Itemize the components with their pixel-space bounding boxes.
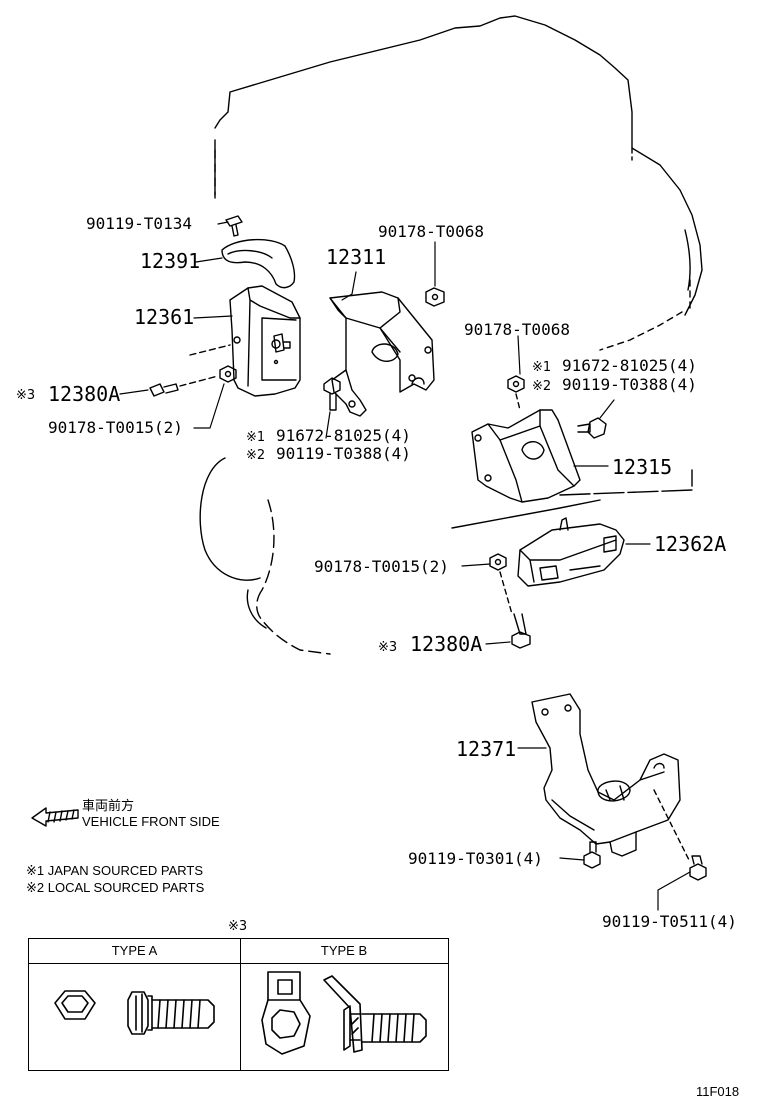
label-90178-T0068-right: 90178-T0068 (464, 320, 570, 339)
mount-12362A (517, 517, 625, 587)
bolt-90119-T0301 (583, 841, 601, 869)
legend-note2: ※2 LOCAL SOURCED PARTS (26, 880, 205, 895)
bolt-90119-T0511 (689, 855, 707, 881)
type-b-nut-icon (261, 971, 311, 1055)
label-12362A: 12362A (654, 532, 727, 556)
label-90119-T0134: 90119-T0134 (86, 214, 192, 233)
label-90119-T0388-mid: 90119-T0388(4) (276, 444, 411, 463)
label-90119-T0301: 90119-T0301(4) (408, 849, 543, 868)
type-a-header: TYPE A (29, 939, 240, 964)
guide-line-mid (499, 571, 513, 615)
cover-12391 (221, 238, 296, 289)
type-b-header: TYPE B (240, 939, 448, 964)
nut-90178-T0068-top (425, 287, 445, 307)
label-90119-T0511: 90119-T0511(4) (602, 912, 737, 931)
type-table-divider (240, 939, 241, 1070)
nut-90178-T0068-right (507, 375, 525, 393)
bolt-91672-right (577, 417, 607, 439)
label-12391: 12391 (140, 249, 201, 273)
note2-mark-right: ※2 (532, 379, 552, 394)
legend-note1: ※1 JAPAN SOURCED PARTS (26, 863, 204, 878)
note1-mark-right: ※1 (532, 360, 552, 375)
label-12311: 12311 (326, 245, 387, 269)
vehicle-front-arrow-icon (31, 807, 79, 827)
bracket-12311 (329, 291, 435, 417)
note3-mark-mid: ※3 (378, 640, 398, 655)
leader-lines (119, 221, 691, 911)
note2-mark-mid: ※2 (246, 448, 266, 463)
label-91672-81025-mid: 91672-81025(4) (276, 426, 411, 445)
legend-direction-en: VEHICLE FRONT SIDE (82, 814, 220, 829)
nut-90178-T0015-mid (489, 553, 507, 571)
nut-90178-T0015-left (219, 365, 237, 383)
type-a-nut-icon (54, 990, 96, 1020)
legend-direction-jp: 車両前方 (82, 798, 135, 813)
label-12315: 12315 (612, 455, 673, 479)
guide-lines-left (179, 344, 231, 387)
label-12380A-mid: 12380A (410, 632, 483, 656)
figure-code: 11F018 (696, 1084, 740, 1099)
bolt-90119-T0134 (225, 215, 243, 237)
type-table: TYPE A TYPE B (28, 938, 449, 1071)
label-12380A-left: 12380A (48, 382, 121, 406)
bracket-12315 (471, 409, 581, 503)
label-12371: 12371 (456, 737, 517, 761)
note1-mark-mid: ※1 (246, 430, 266, 445)
mount-12361 (229, 285, 301, 397)
bracket-12371 (531, 693, 691, 863)
type-table-mark: ※3 (228, 919, 248, 934)
label-91672-81025-right: 91672-81025(4) (562, 356, 697, 375)
label-90178-T0015-mid: 90178-T0015(2) (314, 557, 449, 576)
label-12361: 12361 (134, 305, 195, 329)
label-90119-T0388-right: 90119-T0388(4) (562, 375, 697, 394)
type-b-bolt-icon (323, 975, 427, 1053)
engine-outline (199, 15, 703, 655)
bolt-12380A-mid (511, 613, 531, 649)
label-90178-T0015-left: 90178-T0015(2) (48, 418, 183, 437)
label-90178-T0068-top: 90178-T0068 (378, 222, 484, 241)
note3-mark-left: ※3 (16, 388, 36, 403)
guide-line-right-top (515, 393, 521, 411)
bolt-91672-mid (323, 377, 341, 411)
type-a-bolt-icon (127, 991, 215, 1035)
bolt-12380A-left (149, 383, 179, 397)
